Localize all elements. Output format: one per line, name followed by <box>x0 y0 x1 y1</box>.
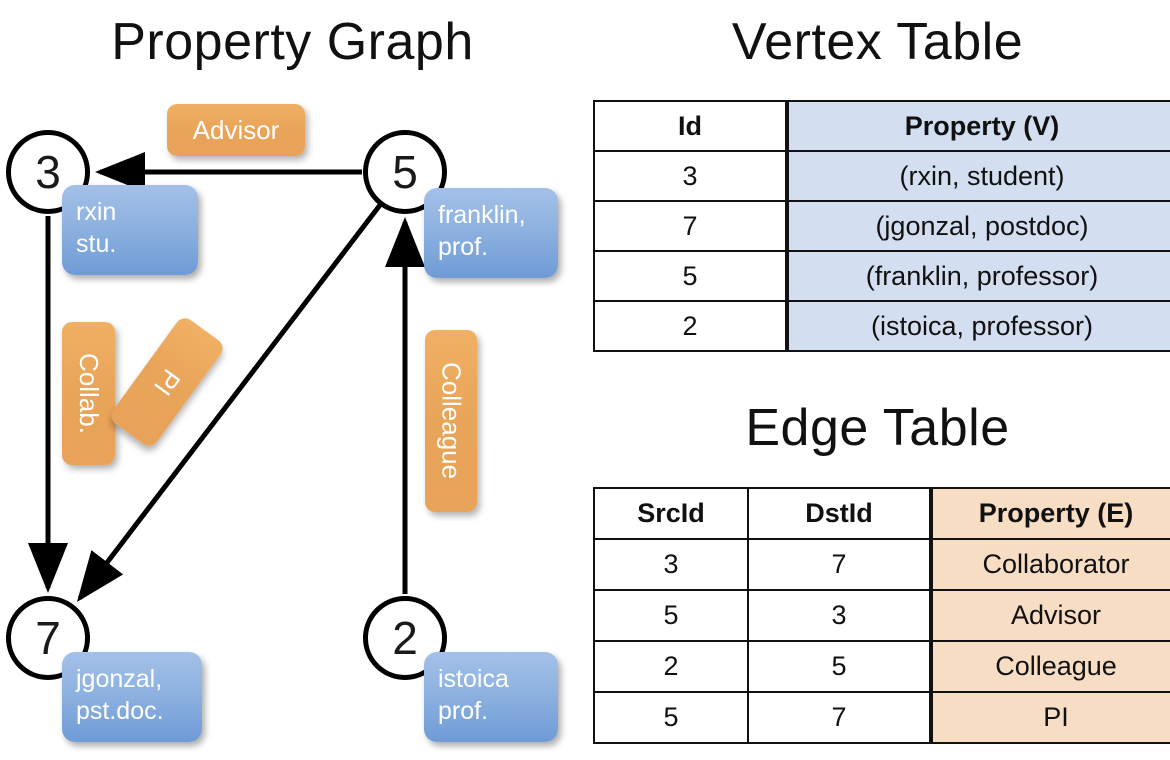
edge-label-collab: Collab. <box>62 322 115 465</box>
edge-cell-property: Advisor <box>929 589 1170 642</box>
edge-label-pi-text: PI <box>148 363 187 402</box>
table-row: 3 (rxin, student) <box>593 150 1170 202</box>
edge-cell-property: PI <box>929 691 1170 744</box>
edge-cell-srcid: 3 <box>593 538 749 591</box>
table-row: 3 7 Collaborator <box>593 538 1170 591</box>
vertex-property-box-istoica: istoica prof. <box>424 652 558 742</box>
edge-label-advisor: Advisor <box>167 104 305 156</box>
table-row: 7 (jgonzal, postdoc) <box>593 200 1170 252</box>
page-title-edge-table: Edge Table <box>745 399 1010 457</box>
edge-cell-dstid: 3 <box>747 589 932 642</box>
edge-table-header-property: Property (E) <box>929 487 1170 540</box>
vertex-cell-property: (rxin, student) <box>785 150 1170 202</box>
edge-cell-dstid: 5 <box>747 640 932 693</box>
edge-cell-dstid: 7 <box>747 691 932 744</box>
graph-node-2[interactable]: 2 <box>363 596 447 680</box>
vertex-cell-id: 3 <box>593 150 788 202</box>
property-graph-diagram: 3 5 7 2 rxin stu. franklin, prof. jgonza… <box>6 104 558 742</box>
page-title-vertex-table: Vertex Table <box>731 13 1024 71</box>
edge-table: SrcId DstId Property (E) 3 7 Collaborato… <box>593 487 1170 744</box>
graph-edges-svg <box>28 152 425 602</box>
vertex-table-header-property: Property (V) <box>785 100 1170 152</box>
vertex-cell-id: 2 <box>593 300 788 352</box>
vertex-cell-id: 5 <box>593 250 788 302</box>
vertex-property-box-jgonzal: jgonzal, pst.doc. <box>62 652 202 742</box>
vertex-table-header-row: Id Property (V) <box>593 100 1170 152</box>
table-row: 5 7 PI <box>593 691 1170 744</box>
edge-cell-srcid: 2 <box>593 640 749 693</box>
edge-cell-property: Colleague <box>929 640 1170 693</box>
table-row: 5 (franklin, professor) <box>593 250 1170 302</box>
edge-cell-srcid: 5 <box>593 691 749 744</box>
table-row: 5 3 Advisor <box>593 589 1170 642</box>
edge-table-header-dstid: DstId <box>747 487 932 540</box>
edge-arrow-5-to-7 <box>76 203 382 602</box>
vertex-property-box-rxin: rxin stu. <box>62 185 198 275</box>
table-row: 2 5 Colleague <box>593 640 1170 693</box>
vertex-cell-property: (franklin, professor) <box>785 250 1170 302</box>
edge-cell-property: Collaborator <box>929 538 1170 591</box>
vertex-cell-property: (jgonzal, postdoc) <box>785 200 1170 252</box>
table-row: 2 (istoica, professor) <box>593 300 1170 352</box>
edge-label-colleague: Colleague <box>425 330 477 512</box>
edge-table-header-srcid: SrcId <box>593 487 749 540</box>
vertex-property-box-franklin: franklin, prof. <box>424 188 558 278</box>
vertex-cell-id: 7 <box>593 200 788 252</box>
edge-cell-srcid: 5 <box>593 589 749 642</box>
edge-label-collab-text: Collab. <box>74 353 104 434</box>
edge-label-colleague-text: Colleague <box>436 362 467 480</box>
edge-cell-dstid: 7 <box>747 538 932 591</box>
edge-table-header-row: SrcId DstId Property (E) <box>593 487 1170 540</box>
vertex-cell-property: (istoica, professor) <box>785 300 1170 352</box>
vertex-table: Id Property (V) 3 (rxin, student) 7 (jgo… <box>593 100 1170 352</box>
graph-node-5[interactable]: 5 <box>363 130 447 214</box>
page-title-property-graph: Property Graph <box>111 13 474 71</box>
vertex-table-header-id: Id <box>593 100 788 152</box>
